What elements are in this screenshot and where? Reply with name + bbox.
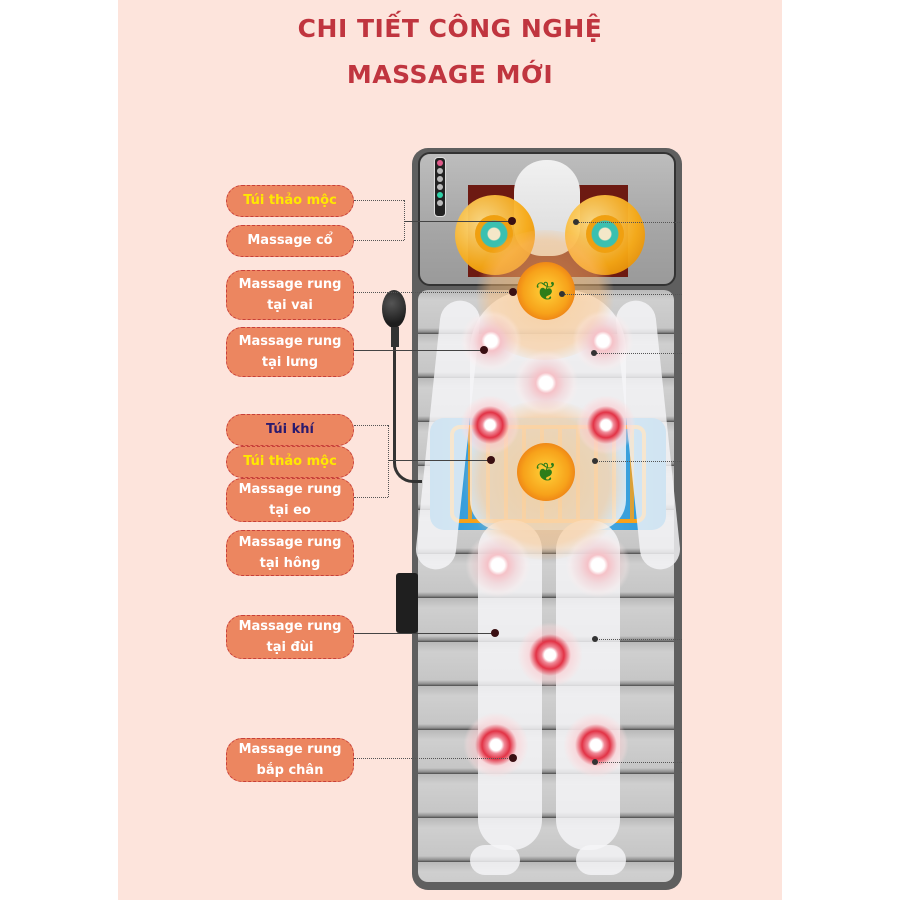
label-thigh-vibration: Massage rung tại đùi: [226, 615, 354, 659]
mode-button-icon: [437, 168, 443, 174]
page-title-line-1: CHI TIẾT CÔNG NGHỆ: [297, 14, 603, 43]
connector-line: [404, 221, 512, 222]
label-text: Túi thảo mộc: [243, 193, 337, 208]
label-text: Massage rung: [238, 742, 342, 757]
label-text: tại eo: [269, 503, 311, 518]
label-herb-bag-neck: Túi thảo mộc: [226, 185, 354, 217]
connector-dot: [509, 288, 517, 296]
label-back-vibration: Massage rung tại lưng: [226, 327, 354, 377]
connector-line: [404, 200, 405, 240]
mode-button-icon: [437, 184, 443, 190]
connector-line: [354, 292, 514, 293]
connector-line: [354, 240, 404, 241]
connector-dot: [592, 636, 598, 642]
label-herb-bag-waist: Túi thảo mộc: [226, 446, 354, 478]
connector-line: [354, 200, 404, 201]
connector-line: [562, 294, 682, 295]
connector-line: [354, 497, 388, 498]
label-text: tại hông: [259, 556, 321, 571]
vibration-node-icon: [572, 310, 634, 372]
label-text: Túi thảo mộc: [243, 454, 337, 469]
connector-dot: [508, 217, 516, 225]
label-text: Massage rung: [238, 482, 342, 497]
body-foot-left: [470, 845, 520, 875]
vibration-node-icon: [517, 622, 583, 688]
connector-dot: [591, 350, 597, 356]
vibration-node-icon: [565, 532, 631, 598]
label-text: Massage rung: [238, 334, 342, 349]
vibration-node-icon: [460, 310, 522, 372]
herb-bag-shoulder: ❦: [517, 262, 575, 320]
connector-line: [388, 425, 389, 497]
connector-line: [354, 350, 484, 351]
connector-line: [596, 461, 682, 462]
label-text: tại lưng: [261, 355, 319, 370]
label-neck-massage: Massage cổ: [226, 225, 354, 257]
label-text: tại vai: [267, 298, 313, 313]
connector-dot: [487, 456, 495, 464]
air-pump-icon: [382, 290, 406, 328]
vibration-node-icon: [465, 532, 531, 598]
connector-line: [596, 762, 682, 763]
connector-line: [354, 758, 512, 759]
vibration-node-icon: [513, 350, 579, 416]
label-text: tại đùi: [266, 640, 314, 655]
body-foot-right: [576, 845, 626, 875]
label-text: bắp chân: [256, 763, 324, 778]
vibration-node-icon: [576, 395, 636, 455]
air-pump-valve: [391, 327, 399, 347]
mode-button-icon: [437, 200, 443, 206]
connector-line: [354, 425, 388, 426]
connector-dot: [592, 759, 598, 765]
remote-control: [396, 573, 418, 633]
heat-button-icon: [437, 192, 443, 198]
herb-bag-waist: ❦: [517, 443, 575, 501]
label-calf-vibration: Massage rung bắp chân: [226, 738, 354, 782]
herb-leaf-icon: ❦: [535, 457, 557, 487]
label-shoulder-vibration: Massage rung tại vai: [226, 270, 354, 320]
connector-dot: [573, 219, 579, 225]
mode-button-icon: [437, 176, 443, 182]
power-button-icon: [437, 160, 443, 166]
label-text: Massage rung: [238, 619, 342, 634]
connector-dot: [509, 754, 517, 762]
label-text: Massage cổ: [247, 233, 333, 248]
vibration-node-icon: [460, 395, 520, 455]
connector-line: [576, 222, 682, 223]
connector-dot: [480, 346, 488, 354]
connector-dot: [592, 458, 598, 464]
label-text: Massage rung: [238, 535, 342, 550]
label-text: Túi khí: [265, 422, 315, 437]
connector-line: [388, 460, 490, 461]
connector-line: [354, 633, 494, 634]
connector-dot: [491, 629, 499, 637]
connector-line: [596, 353, 682, 354]
label-air-bag: Túi khí: [226, 414, 354, 446]
page-title-line-2: MASSAGE MỚI: [346, 60, 554, 89]
label-hip-vibration: Massage rung tại hông: [226, 530, 354, 576]
label-waist-vibration: Massage rung tại eo: [226, 478, 354, 522]
connector-line: [596, 639, 682, 640]
connector-dot: [559, 291, 565, 297]
vibration-node-icon: [463, 712, 529, 778]
label-text: Massage rung: [238, 277, 342, 292]
control-panel: [434, 157, 446, 217]
herb-leaf-icon: ❦: [535, 276, 557, 306]
air-tube: [393, 345, 422, 483]
vibration-node-icon: [563, 712, 629, 778]
